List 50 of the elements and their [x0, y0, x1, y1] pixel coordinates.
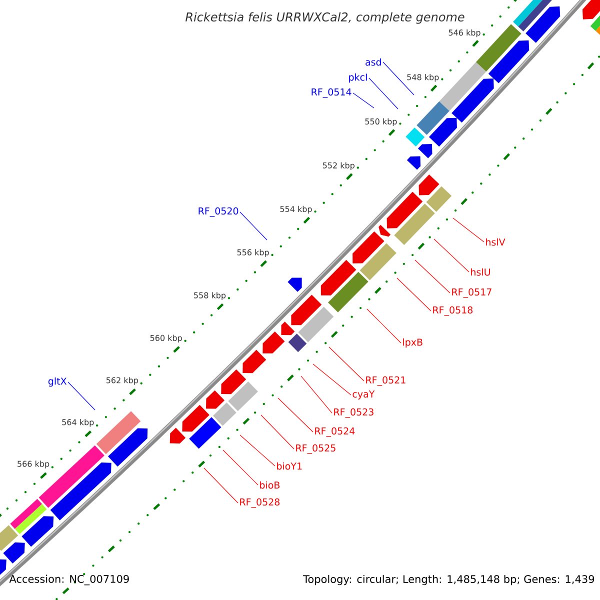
leader-line [452, 218, 484, 242]
leader-line [240, 434, 276, 466]
gene-label: RF_0525 [296, 444, 336, 454]
gene-label: RF_0528 [240, 498, 280, 508]
footer-text: Accession: NC_007109 [9, 574, 129, 586]
gene-label: RF_0524 [315, 427, 355, 437]
scale-label: 554 kbp [280, 206, 312, 214]
scale-label: 560 kbp [150, 334, 182, 343]
gene-label: RF_0521 [366, 376, 406, 386]
leader-line [300, 376, 332, 414]
gene-label: RF_0518 [433, 306, 473, 316]
scale-label: 562 kbp [106, 377, 138, 385]
leader-line [260, 414, 294, 450]
leader-line [328, 346, 364, 382]
scale-label: 564 kbp [62, 419, 94, 427]
leader-line [382, 62, 414, 96]
scale-label: 550 kbp [365, 118, 397, 126]
leader-line [312, 364, 352, 396]
leader-line [204, 468, 238, 504]
scale-label: 552 kbp [322, 162, 354, 170]
gene-label: gltX [48, 377, 66, 387]
leader-line [68, 382, 96, 410]
leader-line [366, 308, 402, 344]
gene-label: bioB [260, 481, 280, 489]
leader-line [278, 398, 314, 432]
gene-label: RF_0514 [312, 88, 352, 98]
gene-label: cyaY [352, 390, 375, 400]
leader-line [222, 450, 258, 486]
gene-label: RF_0520 [198, 207, 238, 217]
gene-label: hslU [471, 268, 490, 276]
leader-line [396, 278, 432, 312]
scale-label: 556 kbp [237, 249, 269, 257]
footer-text: Topology: circular; Length: 1,485,148 bp; Genes: 1,439 [303, 574, 594, 586]
scale-label: 548 kbp [407, 74, 439, 82]
gene-label: hslV [486, 238, 506, 246]
leader-line [368, 78, 398, 110]
title: Rickettsia felis URRWXCal2, complete genome [186, 12, 464, 24]
scale-label: 566 kbp [18, 460, 50, 468]
leader-line [240, 212, 268, 240]
gene-label: lpxB [403, 338, 422, 348]
scale-label: 546 kbp [448, 29, 480, 38]
gene-label: asd [366, 58, 381, 66]
gene-label: pkcI [349, 73, 367, 83]
gene-label: bioY1 [277, 462, 302, 470]
gene-label: RF_0517 [452, 288, 492, 298]
scale-label: 558 kbp [194, 292, 226, 300]
leader-line [352, 92, 374, 108]
leader-line [434, 238, 470, 272]
gene-label: RF_0523 [334, 408, 374, 418]
leader-line [414, 260, 450, 294]
